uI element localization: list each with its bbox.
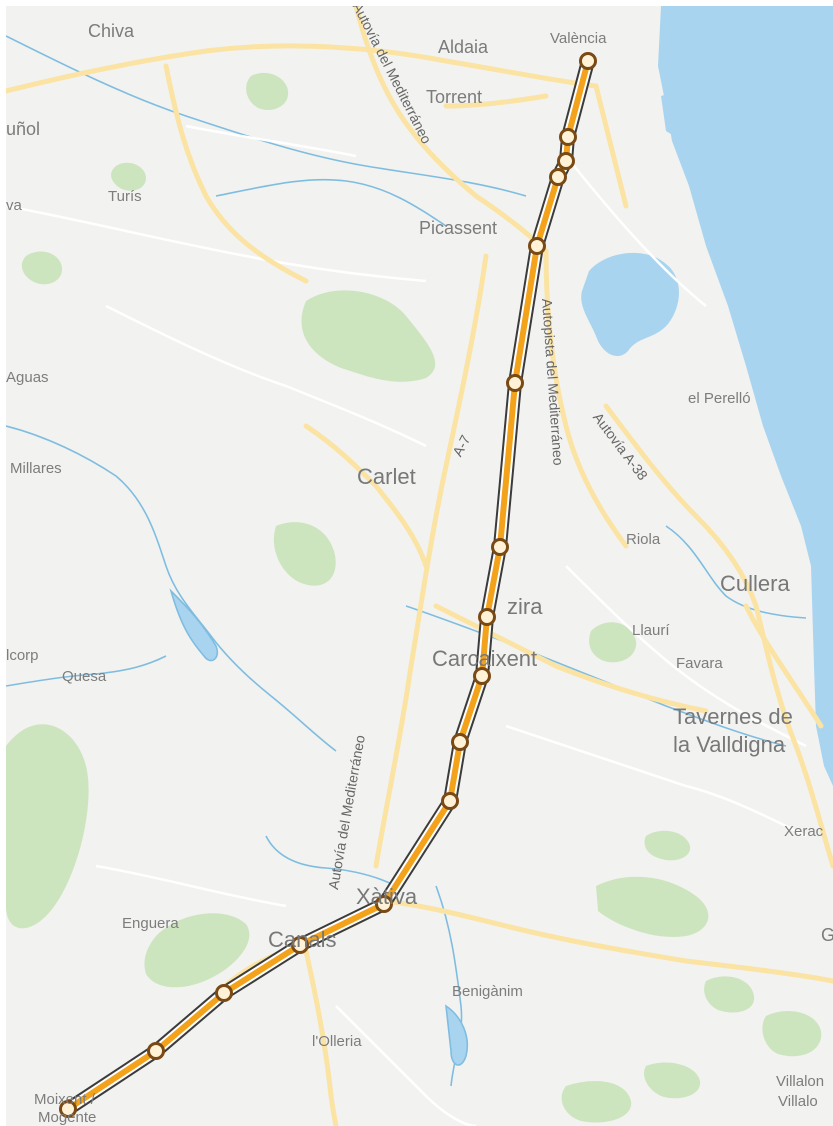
route-stop-marker[interactable]: [528, 237, 546, 255]
place-label-cullera: Cullera: [720, 571, 790, 596]
place-label-aldaia: Aldaia: [438, 37, 489, 57]
port-area: [661, 91, 686, 136]
place-label-riola: Riola: [626, 531, 661, 548]
place-label-alcorp: lcorp: [6, 647, 39, 664]
route-stop-marker[interactable]: [147, 1042, 165, 1060]
parks: [6, 72, 822, 1123]
place-label-xerac: Xerac: [784, 823, 824, 840]
place-label-valencia: València: [550, 30, 607, 47]
route-stops: [59, 52, 597, 1118]
place-label-mogente: Mogente: [38, 1109, 97, 1126]
place-label-va: va: [6, 197, 22, 214]
place-label-aguas: Aguas: [6, 369, 49, 386]
place-label-quesa: Quesa: [62, 668, 107, 685]
place-label-canals: Canals: [268, 927, 337, 952]
place-label-tavernes: Tavernes de: [673, 704, 793, 729]
route-stop-marker[interactable]: [441, 792, 459, 810]
place-label-chiva: Chiva: [88, 21, 135, 41]
place-label-carcaixent: Carcaixent: [432, 646, 538, 671]
route-stop-marker[interactable]: [579, 52, 597, 70]
place-label-valldigna: la Valldigna: [673, 732, 786, 757]
route-stop-marker[interactable]: [375, 895, 393, 913]
route-stop-marker[interactable]: [559, 128, 577, 146]
route-stop-marker[interactable]: [473, 667, 491, 685]
place-label-moixent: Moixent /: [34, 1091, 95, 1108]
route[interactable]: [59, 52, 597, 1118]
route-stop-marker[interactable]: [549, 168, 567, 186]
route-stop-marker[interactable]: [291, 936, 309, 954]
place-label-beniganim: Benigànim: [452, 983, 523, 1000]
route-stop-marker[interactable]: [557, 152, 575, 170]
sea: [658, 6, 833, 786]
place-label-torrent: Torrent: [426, 87, 483, 107]
place-label-alzira: zira: [507, 594, 543, 619]
minor-roads: [6, 124, 807, 1126]
map-canvas[interactable]: [6, 6, 833, 1126]
place-label-llauri: Llaurí: [632, 622, 670, 639]
place-label-enguera: Enguera: [122, 915, 179, 932]
place-label-turis: Turís: [108, 188, 142, 205]
route-stop-marker[interactable]: [451, 733, 469, 751]
place-label-villalon-1: Villalon: [776, 1073, 825, 1090]
route-stop-marker[interactable]: [491, 538, 509, 556]
route-stop-marker[interactable]: [215, 984, 233, 1002]
place-label-favara: Favara: [676, 655, 723, 672]
place-label-carlet: Carlet: [357, 464, 416, 489]
place-label-el-perello: el Perelló: [688, 390, 751, 407]
place-label-xativa: Xàtiva: [356, 884, 418, 909]
map-view[interactable]: Chiva Aldaia València Torrent uñol Turís…: [6, 6, 833, 1126]
place-label-millares: Millares: [10, 460, 62, 477]
place-label-bunol: uñol: [6, 119, 41, 139]
place-label-olleria: l'Olleria: [312, 1033, 362, 1050]
route-stop-marker[interactable]: [59, 1100, 77, 1118]
albufera-lagoon: [581, 252, 679, 357]
route-stop-marker[interactable]: [478, 608, 496, 626]
place-label-g: G: [821, 925, 833, 945]
place-label-picassent: Picassent: [419, 218, 498, 238]
place-label-villalon-2: Villalo: [778, 1093, 818, 1110]
route-stop-marker[interactable]: [506, 374, 524, 392]
